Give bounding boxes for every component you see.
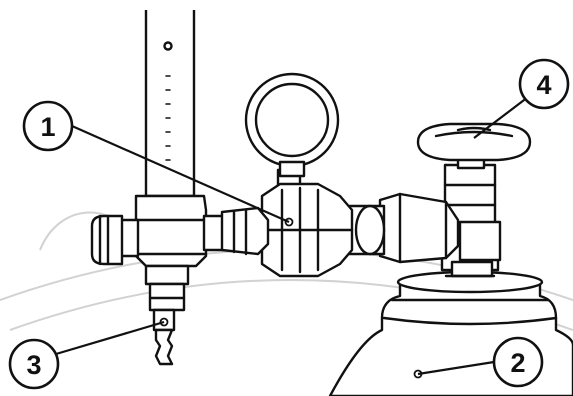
callout-number-2: 2 (510, 348, 525, 378)
pressure-gauge (246, 74, 338, 176)
connecting-pipe (204, 208, 268, 254)
hose-nipple (146, 266, 188, 364)
callout-number-1: 1 (40, 112, 55, 142)
callout-1: 1 (24, 102, 72, 150)
callout-2: 2 (494, 338, 542, 386)
callout-3: 3 (10, 340, 58, 388)
flowmeter (146, 10, 194, 196)
regulator-body (262, 170, 352, 276)
callout-4: 4 (520, 60, 568, 108)
callout-number-4: 4 (536, 70, 551, 100)
callout-number-3: 3 (26, 350, 41, 380)
flowmeter-valve (92, 196, 206, 266)
valve-connector (346, 194, 458, 262)
handwheel (418, 124, 530, 160)
